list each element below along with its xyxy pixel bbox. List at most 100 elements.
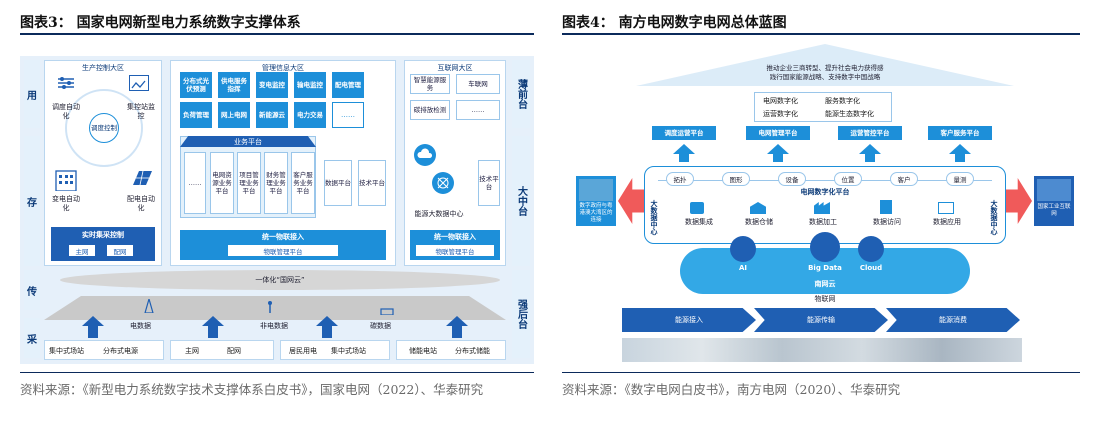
source-group-4: 储能电站 分布式储能 bbox=[396, 340, 506, 360]
mgmt-app-4[interactable]: 输电监控 bbox=[294, 72, 326, 98]
right-label-front: 薄前台 bbox=[512, 60, 530, 128]
chain-line bbox=[658, 180, 992, 181]
mgmt-app-3[interactable]: 变电监控 bbox=[256, 72, 288, 98]
bigdata-storage: 数据仓储 bbox=[745, 218, 773, 226]
tech-platform-internet[interactable]: 技术平台 bbox=[478, 160, 500, 206]
chain-graphics: 图形 bbox=[722, 172, 750, 186]
platform-grid-resource[interactable]: 电网资源业务平台 bbox=[210, 152, 234, 214]
right-source-rule bbox=[562, 372, 1080, 373]
bigdata-integration: 数据集成 bbox=[685, 218, 713, 226]
solar-panel-icon bbox=[131, 167, 153, 189]
arrow-4 bbox=[446, 316, 468, 326]
arrow-4-stem bbox=[452, 326, 462, 338]
operation-digitalization: 运营数字化 bbox=[763, 110, 798, 118]
bigdata-center-right: 大数据中心 bbox=[990, 199, 998, 235]
grid-management-platform[interactable]: 电网管理平台 bbox=[746, 126, 810, 140]
chain-customer: 客户 bbox=[890, 172, 918, 186]
source-residential: 居民用电 bbox=[289, 347, 317, 355]
main-grid-button[interactable]: 主网 bbox=[69, 245, 95, 256]
gov-connection-label: 数字政府与粤港澳大湾区的连接 bbox=[579, 203, 613, 223]
iot-label: 物联网 bbox=[814, 295, 836, 303]
network-icon bbox=[432, 172, 454, 194]
ai-icon bbox=[730, 236, 756, 262]
transport-layer bbox=[44, 296, 506, 320]
mgmt-app-9[interactable]: 电力交易 bbox=[294, 102, 326, 128]
mgmt-app-1[interactable]: 分布式光伏预测 bbox=[180, 72, 212, 98]
industrial-image bbox=[1037, 179, 1071, 201]
bigdata-icon bbox=[810, 232, 840, 262]
platform-customer[interactable]: 客户服务业务平台 bbox=[291, 152, 315, 214]
source-centralized-2: 集中式场站 bbox=[331, 347, 366, 355]
source-distributed-storage: 分布式储能 bbox=[455, 347, 490, 355]
operation-control-platform[interactable]: 运营管控平台 bbox=[838, 126, 902, 140]
mgmt-app-2[interactable]: 供电服务指挥 bbox=[218, 72, 250, 98]
router-icon bbox=[380, 300, 394, 316]
platform-finance[interactable]: 财务管理业务平台 bbox=[264, 152, 288, 214]
energy-consumption-arrow: 能源消费 bbox=[886, 308, 1020, 332]
antenna-icon bbox=[264, 298, 276, 313]
substation-icon bbox=[55, 167, 77, 192]
cloud-label: Cloud bbox=[859, 264, 883, 272]
tower-icon bbox=[144, 296, 154, 314]
dispatch-control-node: 调度控制 bbox=[89, 113, 119, 143]
source-group-2: 主网 配网 bbox=[170, 340, 274, 360]
source-storage-station: 储能电站 bbox=[409, 347, 437, 355]
dispatch-platform[interactable]: 调度运营平台 bbox=[652, 126, 716, 140]
platform-project[interactable]: 项目管理业务平台 bbox=[237, 152, 261, 214]
tech-platform-mgmt[interactable]: 技术平台 bbox=[358, 160, 386, 206]
mgmt-iot-area: 统一物联接入 物联管理平台 bbox=[180, 230, 386, 260]
right-figure-title: 图表4： 南方电网数字电网总体蓝图 bbox=[562, 15, 787, 31]
mgmt-app-7[interactable]: 网上电网 bbox=[218, 102, 250, 128]
up-arrow-1 bbox=[673, 144, 695, 154]
production-zone-title: 生产控制大区 bbox=[82, 64, 124, 72]
mgmt-app-more[interactable]: …… bbox=[332, 102, 364, 128]
south-grid-cloud-label: 南网云 bbox=[814, 280, 836, 288]
mgmt-app-5[interactable]: 配电管理 bbox=[332, 72, 364, 98]
internet-iot-access: 统一物联接入 bbox=[434, 233, 476, 241]
left-figure-title: 图表3： 国家电网新型电力系统数字支撑体系 bbox=[20, 15, 301, 31]
up-arrow-1-stem bbox=[679, 154, 689, 162]
data-platform[interactable]: 数据平台 bbox=[324, 160, 352, 206]
source-distribution-grid: 配网 bbox=[227, 347, 241, 355]
factory-icon bbox=[814, 202, 830, 214]
dispatch-automation-label: 调度自动化 bbox=[52, 103, 80, 120]
internet-of-vehicles[interactable]: 车联网 bbox=[456, 74, 500, 94]
ai-label: AI bbox=[738, 264, 748, 272]
right-diagram: 推动企业三商转型、提升社会电力获得感 践行国家能源战略、支持数字中国战略 电网数… bbox=[562, 42, 1080, 368]
internet-iot-platform[interactable]: 物联管理平台 bbox=[416, 245, 494, 256]
right-red-arrow bbox=[1006, 178, 1032, 224]
mgmt-iot-platform[interactable]: 物联管理平台 bbox=[228, 245, 338, 256]
cloud-service-icon bbox=[858, 236, 884, 262]
chain-location: 位置 bbox=[834, 172, 862, 186]
realtime-control-title: 实时集采控制 bbox=[82, 231, 124, 239]
energy-access-arrow: 能源接入 bbox=[622, 308, 756, 332]
bigdata-application: 数据应用 bbox=[933, 218, 961, 226]
energy-bigdata-center: 能源大数据中心 bbox=[414, 210, 464, 218]
up-arrow-4-stem bbox=[955, 154, 965, 162]
gov-connection-box: 数字政府与粤港澳大湾区的连接 bbox=[576, 176, 616, 226]
business-platform-title: 业务平台 bbox=[180, 136, 316, 147]
building-icon bbox=[880, 200, 892, 214]
smart-energy-service[interactable]: 智慧能源服务 bbox=[410, 74, 450, 94]
bigdata-processing: 数据加工 bbox=[809, 218, 837, 226]
digital-platform-title: 电网数字化平台 bbox=[800, 188, 850, 196]
side-label-use: 用 bbox=[24, 60, 40, 128]
source-centralized-1: 集中式场站 bbox=[49, 347, 84, 355]
side-label-store: 存 bbox=[24, 136, 40, 266]
electric-data-arrow bbox=[82, 316, 104, 326]
non-electric-data-label: 非电数据 bbox=[260, 322, 288, 330]
internet-more[interactable]: …… bbox=[456, 100, 500, 120]
state-grid-cloud-label: 一体化“国网云” bbox=[255, 276, 305, 284]
carbon-data-label: 碳数据 bbox=[370, 322, 391, 330]
industrial-internet-box: 国家工业互联网 bbox=[1034, 176, 1074, 226]
chain-equipment: 设备 bbox=[778, 172, 806, 186]
carbon-monitoring[interactable]: 碳排放检测 bbox=[410, 100, 450, 120]
gov-image bbox=[579, 179, 613, 201]
distribution-grid-button[interactable]: 配网 bbox=[107, 245, 133, 256]
industrial-internet-label: 国家工业互联网 bbox=[1037, 204, 1071, 217]
platform-more[interactable]: …… bbox=[184, 152, 206, 214]
customer-service-platform[interactable]: 客户服务平台 bbox=[928, 126, 992, 140]
mgmt-app-8[interactable]: 新能源云 bbox=[256, 102, 288, 128]
mgmt-app-6[interactable]: 负荷管理 bbox=[180, 102, 212, 128]
arrow-3 bbox=[316, 316, 338, 326]
